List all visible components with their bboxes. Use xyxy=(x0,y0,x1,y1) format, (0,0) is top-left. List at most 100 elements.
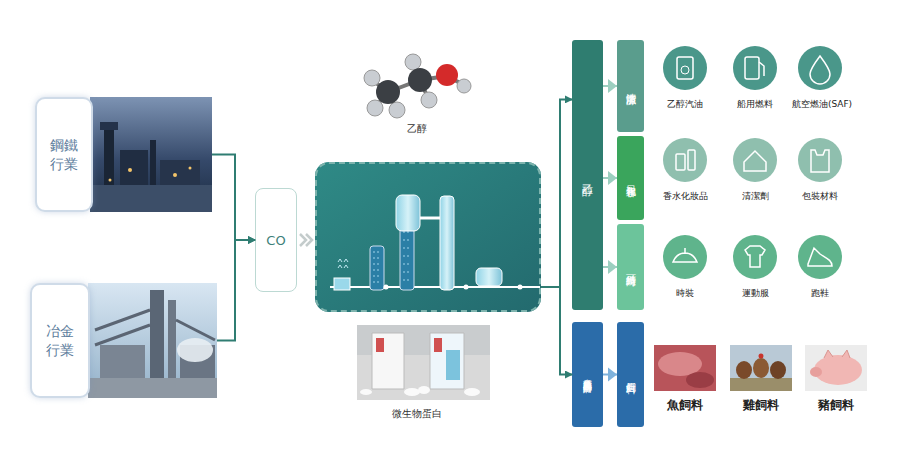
photo-wall xyxy=(357,325,490,355)
ground xyxy=(88,378,217,398)
steel-photo xyxy=(90,97,212,212)
node-label: 日化和香水 xyxy=(626,177,636,180)
feed-label: 魚飼料 xyxy=(650,397,720,414)
category-band: 蛋白飼料 xyxy=(617,322,644,427)
connector-line xyxy=(541,99,572,287)
gas-bubbles xyxy=(338,259,348,268)
icon-circle xyxy=(798,235,842,279)
distillation-column xyxy=(440,196,454,290)
ground xyxy=(730,378,792,391)
product-band: 產氣莢膜梭菌乙醇蛋白 xyxy=(572,322,603,427)
shirt xyxy=(745,246,765,267)
node-label: 蛋白飼料 xyxy=(626,374,636,376)
node-label: 清潔能源 xyxy=(626,85,636,87)
ground xyxy=(90,185,212,212)
node-label: 產氣莢膜梭菌乙醇蛋白 xyxy=(583,372,592,377)
fish xyxy=(658,352,702,376)
hydrogen xyxy=(405,54,421,70)
bag-print xyxy=(446,350,460,380)
connector xyxy=(217,240,255,341)
photo-caption: 微生物蛋白 xyxy=(357,407,477,421)
hydrogen xyxy=(367,100,383,116)
gas-box: CO xyxy=(255,188,297,292)
shoe xyxy=(808,248,832,266)
perfume xyxy=(676,154,685,170)
light xyxy=(173,173,177,177)
icon-circle xyxy=(733,235,777,279)
pipe xyxy=(330,286,540,288)
icon-label: 跑鞋 xyxy=(785,287,855,300)
photo-bg xyxy=(357,325,490,400)
connector xyxy=(603,368,617,382)
icon-circle xyxy=(798,46,842,90)
icon-circle xyxy=(798,138,842,182)
connector-line xyxy=(603,266,617,268)
joint xyxy=(464,285,469,290)
node-label: CO xyxy=(266,233,285,248)
connector xyxy=(603,260,617,274)
process-equipment xyxy=(315,162,541,312)
metallurgy-photo xyxy=(88,283,217,398)
bag-logo xyxy=(376,338,384,352)
reactor-pattern xyxy=(403,232,411,280)
product-tank xyxy=(476,268,502,286)
industry-box: 鋼鐵 行業 xyxy=(35,97,212,212)
bag xyxy=(811,150,829,172)
hydrogen xyxy=(364,70,380,86)
icon-label: 時裝 xyxy=(650,287,720,300)
joint xyxy=(518,285,523,290)
connector xyxy=(541,99,572,287)
node-label: 可持續時尚 xyxy=(626,266,636,269)
plant xyxy=(120,150,148,190)
icon-circle xyxy=(663,235,707,279)
chevron-arrow xyxy=(300,234,312,246)
connector-line xyxy=(603,85,617,87)
carbon xyxy=(376,80,400,104)
ethanol-molecule xyxy=(364,54,471,118)
pump-hose xyxy=(759,62,764,76)
fish-photo xyxy=(654,345,716,391)
icon-circle xyxy=(663,138,707,182)
tank xyxy=(396,195,420,231)
icon-circle xyxy=(733,138,777,182)
chicken xyxy=(753,358,769,378)
fish xyxy=(686,372,714,388)
connector xyxy=(212,155,255,241)
powder xyxy=(360,389,372,395)
text-panel: 鋼鐵 行業 xyxy=(35,97,93,212)
snout xyxy=(810,367,822,377)
industry-box: 冶金 行業 xyxy=(30,283,217,398)
feed-unit xyxy=(334,278,350,290)
chicken-photo xyxy=(730,345,792,391)
comb xyxy=(759,354,764,359)
feed-label: 雞飼料 xyxy=(726,397,796,414)
plant xyxy=(100,345,145,380)
fuel-drop xyxy=(681,66,689,74)
connector xyxy=(603,171,617,185)
joint xyxy=(384,285,389,290)
node-label: 乙醇 xyxy=(582,175,593,176)
node-label: 冶金 行業 xyxy=(44,322,76,360)
icon-circle xyxy=(733,46,777,90)
hat xyxy=(673,248,697,262)
process-fill xyxy=(315,162,541,312)
light xyxy=(189,167,192,170)
chicken xyxy=(736,361,752,379)
chimney xyxy=(150,140,156,190)
icon-label: 香水化妝品 xyxy=(650,190,720,203)
icons xyxy=(663,46,842,279)
hydrogen xyxy=(421,92,437,108)
chevron-head xyxy=(608,171,617,185)
powder xyxy=(404,388,420,396)
chevron-head xyxy=(608,260,617,274)
reactor xyxy=(400,225,414,290)
icon-label: 航空燃油(SAF) xyxy=(782,98,862,111)
hydrogen xyxy=(389,102,405,118)
fuel-can xyxy=(677,57,693,79)
bag-logo xyxy=(434,338,442,352)
reactor xyxy=(370,246,384,290)
feed-photos xyxy=(654,345,867,391)
powder xyxy=(464,388,480,396)
